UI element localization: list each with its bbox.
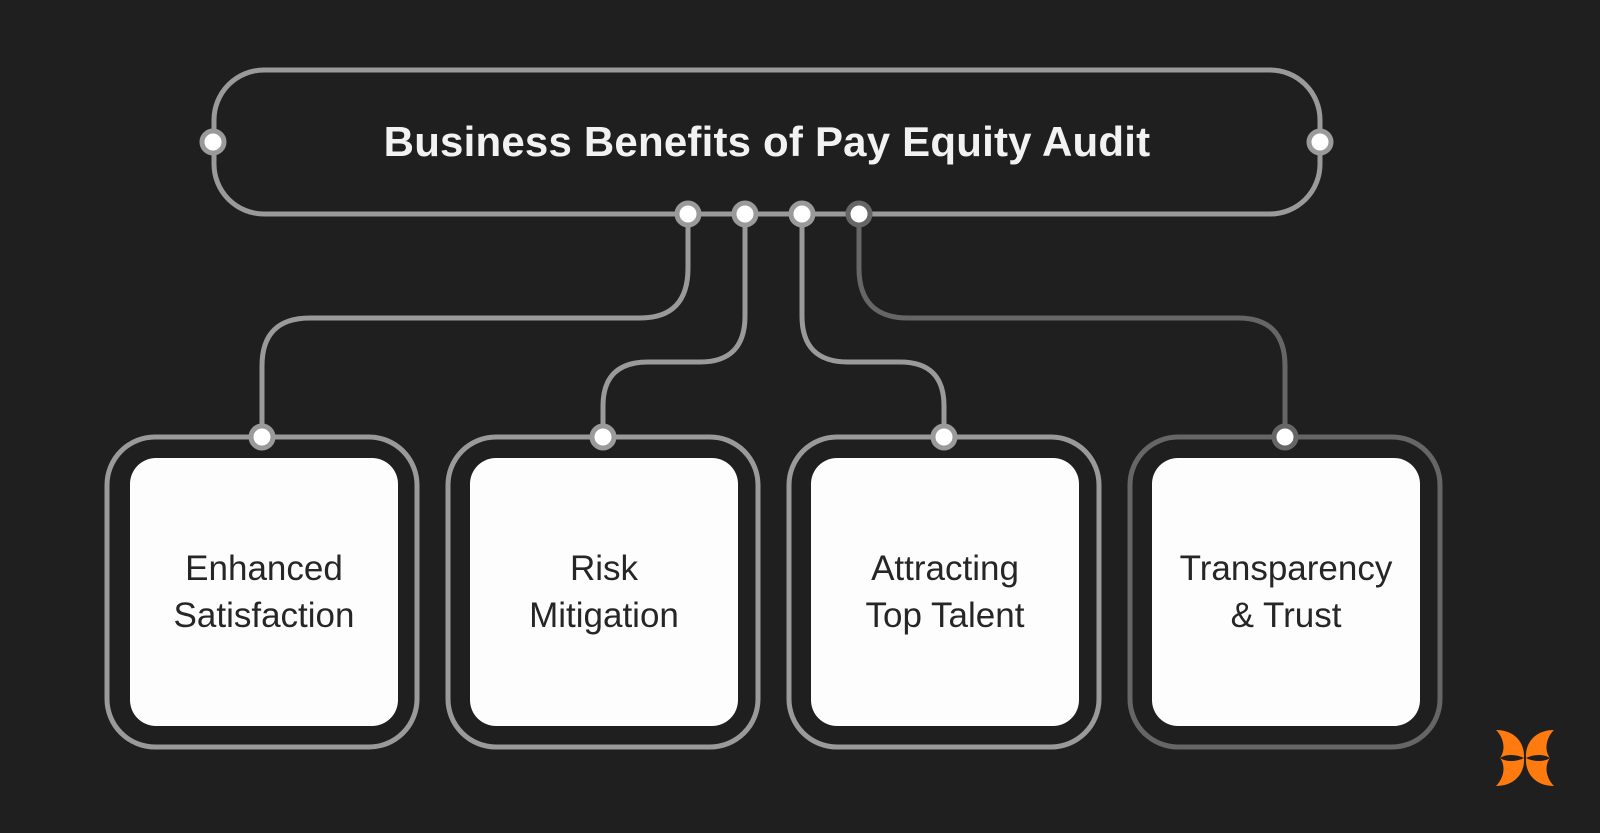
benefit-card-enhanced-satisfaction: Enhanced Satisfaction bbox=[130, 458, 398, 726]
node-title-right bbox=[1306, 128, 1334, 156]
connector-4 bbox=[856, 214, 1288, 435]
node-top-1 bbox=[674, 200, 702, 228]
connector-2 bbox=[600, 214, 748, 435]
benefit-card-attracting-top-talent: Attracting Top Talent bbox=[811, 458, 1079, 726]
node-card-2 bbox=[589, 423, 617, 451]
node-card-3 bbox=[930, 423, 958, 451]
node-top-2 bbox=[731, 200, 759, 228]
benefit-label-line2: Satisfaction bbox=[173, 596, 355, 635]
node-top-3 bbox=[788, 200, 816, 228]
node-card-1 bbox=[248, 423, 276, 451]
benefit-label-line2: Mitigation bbox=[529, 596, 679, 635]
benefit-label-line1: Enhanced bbox=[185, 549, 343, 588]
connector-3 bbox=[799, 214, 947, 435]
benefit-label-line1: Transparency bbox=[1179, 549, 1393, 588]
node-top-4 bbox=[845, 200, 873, 228]
node-title-left bbox=[199, 128, 227, 156]
connector-1 bbox=[259, 214, 691, 435]
benefit-label-line2: Top Talent bbox=[865, 596, 1025, 635]
benefit-label-line2: & Trust bbox=[1230, 596, 1342, 635]
node-card-4 bbox=[1271, 423, 1299, 451]
benefit-card-transparency-trust: Transparency & Trust bbox=[1152, 458, 1420, 726]
benefit-label-line1: Risk bbox=[569, 549, 639, 588]
butterfly-logo-icon bbox=[1496, 730, 1554, 786]
benefit-card-risk-mitigation: Risk Mitigation bbox=[470, 458, 738, 726]
benefit-label-line1: Attracting bbox=[871, 549, 1019, 588]
diagram-title: Business Benefits of Pay Equity Audit bbox=[383, 118, 1151, 165]
